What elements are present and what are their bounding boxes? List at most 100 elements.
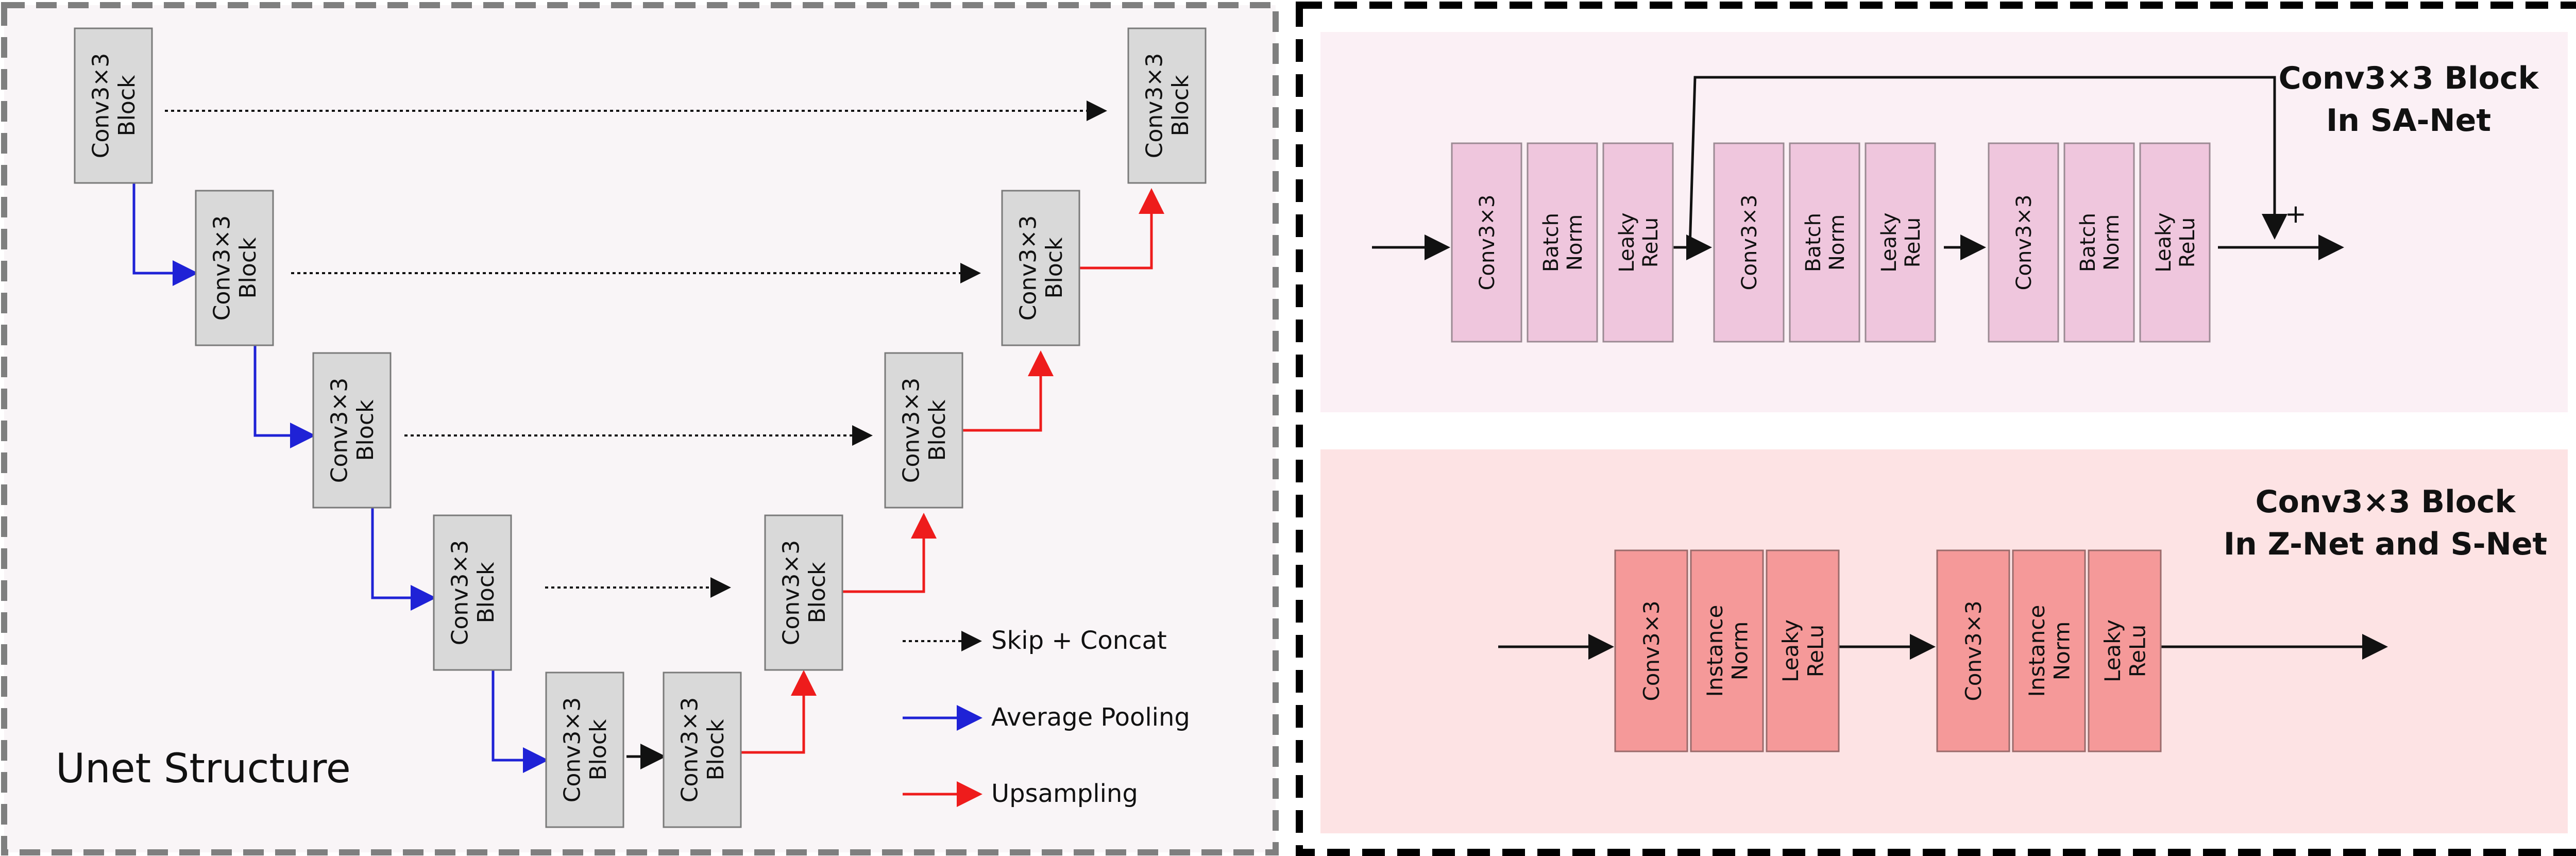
sa-net-layer-label: LeakyReLu — [2152, 212, 2199, 272]
sa-net-layer-label: LeakyReLu — [1877, 212, 1925, 272]
sa-net-layer-box — [2139, 142, 2211, 343]
sa-net-blocks: Conv3×3 BatchNorm LeakyReLu Conv3×3 BatchNor… — [1451, 142, 2211, 343]
unet-block-box — [545, 672, 624, 828]
zs-net-section: Conv3×3 Block In Z-Net and S-Net Conv3×3… — [1320, 449, 2568, 833]
unet-block-box — [663, 672, 742, 828]
unet-block-label: Conv3×3Block — [88, 53, 141, 158]
legend: Skip + Concat Average Pooling Upsampling — [903, 626, 1190, 808]
pool-arrow — [253, 345, 316, 448]
unet-block-box — [195, 190, 274, 346]
zs-net-layer-label: InstanceNorm — [1702, 605, 1752, 697]
sa-net-layer-box — [1602, 142, 1674, 343]
sa-net-layer: BatchNorm — [1789, 142, 1860, 343]
unet-block: Conv3×3Block — [1001, 190, 1080, 346]
legend-pool-label: Average Pooling — [991, 703, 1190, 732]
sa-net-layer: Conv3×3 — [1988, 142, 2059, 343]
sa-net-title-line1: Conv3×3 Block — [2279, 60, 2540, 96]
sa-net-layer: LeakyReLu — [2139, 142, 2211, 343]
unet-block-box — [1127, 27, 1207, 184]
unet-block-label: Conv3×3Block — [1142, 53, 1194, 158]
unet-block-label: Conv3×3Block — [327, 378, 379, 483]
sa-net-layer-box — [1527, 142, 1598, 343]
sa-net-layer-box — [2063, 142, 2135, 343]
sa-net-layer-label: BatchNorm — [2076, 213, 2124, 272]
zs-net-layer-box — [1690, 549, 1764, 752]
unet-block: Conv3×3Block — [1127, 27, 1207, 184]
unet-block-box — [1001, 190, 1080, 346]
pooling-connections — [132, 183, 549, 773]
skip-connections — [165, 100, 1107, 598]
zs-net-layer: LeakyReLu — [1766, 549, 1840, 752]
pool-arrow — [492, 670, 549, 773]
zs-net-layer-label: LeakyReLu — [1778, 619, 1828, 682]
zs-net-layer-label: Conv3×3 — [1961, 600, 1986, 701]
pool-arrow — [132, 183, 198, 286]
unet-blocks: Conv3×3BlockConv3×3BlockConv3×3BlockConv… — [74, 27, 1207, 828]
sa-plus-sign: + — [2285, 199, 2307, 229]
upsampling-connections — [741, 188, 1164, 754]
unet-block-label: Conv3×3Block — [560, 697, 612, 802]
unet-block: Conv3×3Block — [433, 514, 512, 671]
legend-up-label: Upsampling — [991, 779, 1138, 808]
zs-net-layer-box — [1766, 549, 1840, 752]
sa-net-layer-box — [1865, 142, 1936, 343]
unet-block-label: Conv3×3Block — [447, 540, 500, 645]
sa-net-layer: Conv3×3 — [1713, 142, 1785, 343]
upsample-arrow — [842, 513, 937, 593]
sa-net-title-line2: In SA-Net — [2326, 103, 2491, 139]
unet-block-box — [764, 514, 843, 671]
unet-block: Conv3×3Block — [764, 514, 843, 671]
zs-net-layer: InstanceNorm — [2012, 549, 2086, 752]
unet-block: Conv3×3Block — [884, 352, 963, 509]
zs-net-blocks: Conv3×3 InstanceNorm LeakyReLu Conv3×3 Insta… — [1614, 549, 2162, 752]
sa-net-layer-label: LeakyReLu — [1615, 212, 1663, 272]
sa-net-layer-box — [1451, 142, 1522, 343]
unet-block-label: Conv3×3Block — [778, 540, 831, 645]
unet-panel: Conv3×3BlockConv3×3BlockConv3×3BlockConv… — [1, 2, 1279, 855]
sa-net-layer-label: Conv3×3 — [2012, 195, 2036, 291]
sa-net-layer: Conv3×3 — [1451, 142, 1522, 343]
sa-net-layer-box — [1713, 142, 1785, 343]
sa-net-layer-label: Conv3×3 — [1476, 195, 1499, 291]
unet-block-box — [312, 352, 392, 509]
unet-block-label: Conv3×3Block — [1015, 215, 1068, 321]
zs-net-layer-label: LeakyReLu — [2100, 619, 2150, 682]
zs-net-layer-label: InstanceNorm — [2024, 605, 2074, 697]
legend-skip-label: Skip + Concat — [991, 626, 1167, 655]
unet-block: Conv3×3Block — [312, 352, 392, 509]
sa-residual-arrow — [1688, 76, 2287, 248]
zs-net-layer: LeakyReLu — [2088, 549, 2162, 752]
unet-block-label: Conv3×3Block — [899, 378, 951, 483]
block-details-panel: Conv3×3 Block In SA-Net + Conv3×3 BatchNo… — [1296, 2, 2576, 856]
sa-net-layer: BatchNorm — [1527, 142, 1598, 343]
unet-block: Conv3×3Block — [663, 672, 742, 828]
unet-title: Unet Structure — [56, 746, 351, 792]
zs-net-layer-box — [1614, 549, 1688, 752]
sa-net-layer-label: BatchNorm — [1802, 213, 1849, 272]
unet-block-box — [433, 514, 512, 671]
unet-block: Conv3×3Block — [545, 672, 624, 828]
unet-block-box — [884, 352, 963, 509]
zs-net-layer-box — [2088, 549, 2162, 752]
sa-net-layer-box — [1789, 142, 1860, 343]
zs-net-layer: Conv3×3 — [1936, 549, 2010, 752]
zs-net-layer-label: Conv3×3 — [1639, 600, 1664, 701]
sa-net-layer-box — [1988, 142, 2059, 343]
upsample-arrow — [1079, 188, 1164, 270]
zs-net-layer: Conv3×3 — [1614, 549, 1688, 752]
sa-net-section: Conv3×3 Block In SA-Net + Conv3×3 BatchNo… — [1320, 32, 2568, 412]
unet-block-box — [74, 27, 153, 184]
upsample-arrow — [741, 670, 817, 754]
unet-block-label: Conv3×3Block — [209, 215, 262, 321]
sa-net-layer: LeakyReLu — [1865, 142, 1936, 343]
unet-block-label: Conv3×3Block — [677, 697, 730, 802]
unet-block: Conv3×3Block — [74, 27, 153, 184]
sa-net-layer: LeakyReLu — [1602, 142, 1674, 343]
unet-block: Conv3×3Block — [195, 190, 274, 346]
sa-net-layer-label: BatchNorm — [1539, 213, 1587, 272]
sa-net-layer-label: Conv3×3 — [1738, 195, 1761, 291]
sa-net-layer: BatchNorm — [2063, 142, 2135, 343]
upsample-arrow — [962, 350, 1054, 432]
zs-net-title-line1: Conv3×3 Block — [2256, 484, 2517, 520]
